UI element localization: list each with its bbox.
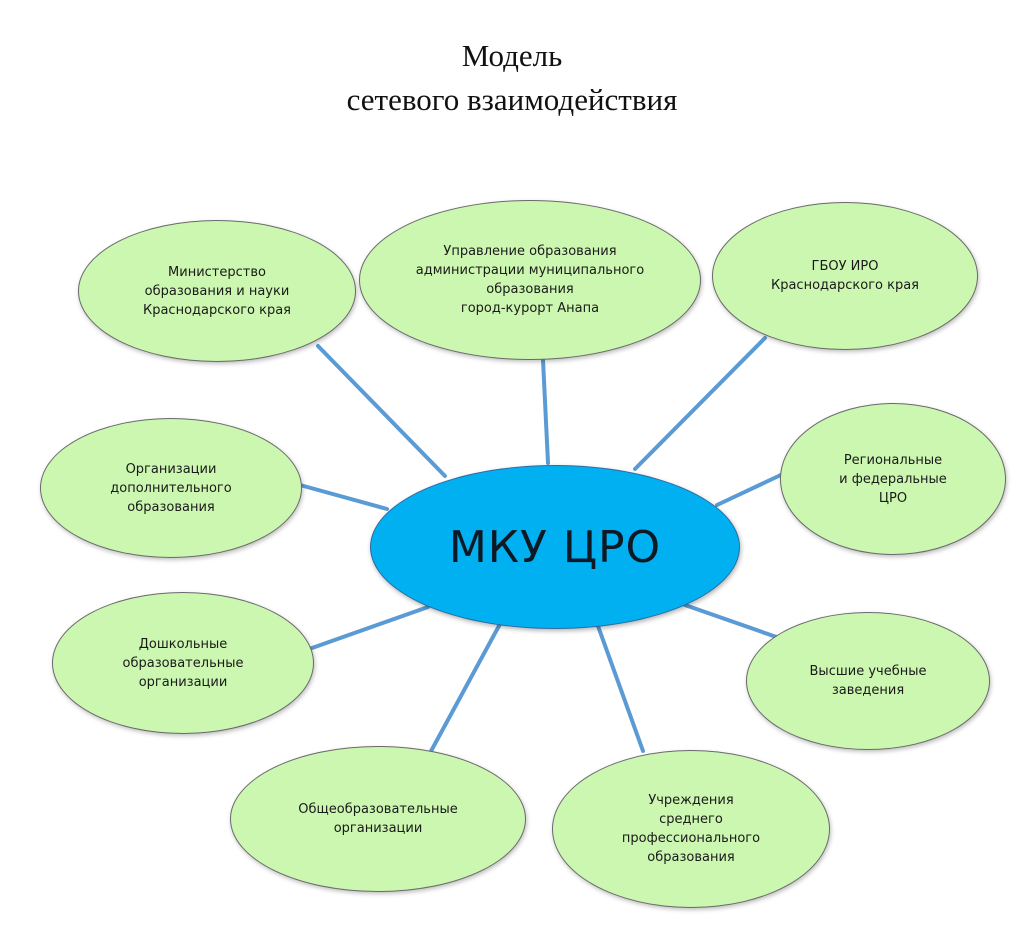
node-general-education: Общеобразовательные организации	[230, 746, 526, 892]
node-higher-education-label: Высшие учебные заведения	[809, 664, 927, 698]
link-ministry	[316, 344, 447, 478]
link-municipal-education	[541, 358, 550, 465]
center-node: МКУ ЦРО	[370, 465, 740, 629]
node-ministry-label: Министерство образования и науки Краснод…	[142, 264, 291, 318]
node-additional-education-label: Организации дополнительного образования	[110, 461, 232, 515]
diagram-title: Модель сетевого взаимодействия	[0, 34, 1024, 122]
node-preschool: Дошкольные образовательные организации	[52, 592, 314, 734]
link-regional-federal-cro	[715, 471, 787, 507]
node-additional-education: Организации дополнительного образования	[40, 418, 302, 558]
link-preschool	[310, 605, 430, 650]
link-additional-education	[298, 483, 389, 511]
center-node-label: МКУ ЦРО	[448, 521, 662, 573]
node-gbou-iro-label: ГБОУ ИРО Краснодарского края	[770, 259, 919, 293]
node-vocational: Учреждения среднего профессионального об…	[552, 750, 830, 908]
node-municipal-education: Управление образования администрации мун…	[359, 200, 701, 360]
node-higher-education: Высшие учебные заведения	[746, 612, 990, 750]
title-line-1: Модель	[461, 38, 563, 73]
node-preschool-label: Дошкольные образовательные организации	[122, 636, 244, 690]
link-general-education	[428, 622, 502, 755]
node-ministry: Министерство образования и науки Краснод…	[78, 220, 356, 362]
link-higher-education	[683, 603, 787, 642]
node-general-education-label: Общеобразовательные организации	[298, 802, 458, 836]
node-vocational-label: Учреждения среднего профессионального об…	[621, 793, 761, 865]
node-gbou-iro: ГБОУ ИРО Краснодарского края	[712, 202, 978, 350]
node-regional-federal-cro-label: Региональные и федеральные ЦРО	[839, 452, 947, 506]
node-municipal-education-label: Управление образования администрации мун…	[415, 244, 645, 316]
link-gbou-iro	[633, 336, 767, 471]
node-regional-federal-cro: Региональные и федеральные ЦРО	[780, 403, 1006, 555]
title-line-2: сетевого взаимодействия	[346, 82, 678, 117]
link-vocational	[596, 624, 645, 753]
